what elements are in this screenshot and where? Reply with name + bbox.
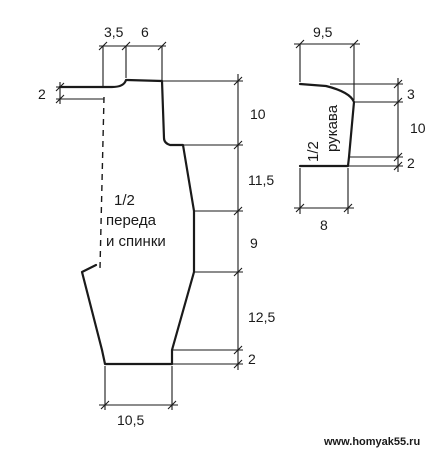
tick bbox=[233, 206, 243, 216]
tick bbox=[55, 94, 65, 104]
dim-bottom-width: 10,5 bbox=[117, 412, 144, 428]
watermark: www.homyak55.ru bbox=[323, 436, 420, 448]
dim-waist: 9 bbox=[250, 235, 258, 251]
dim-sleeve-bottom: 8 bbox=[320, 217, 328, 233]
sleeve-outline bbox=[298, 82, 356, 168]
tick bbox=[393, 79, 403, 89]
sleeve-label-line-2: рукава bbox=[324, 104, 341, 152]
tick bbox=[393, 161, 403, 171]
dim-hip: 12,5 bbox=[248, 309, 275, 325]
body-fold-line bbox=[99, 96, 105, 269]
tick bbox=[233, 267, 243, 277]
dim-waist-upper: 11,5 bbox=[248, 172, 274, 188]
dim-armhole: 10 bbox=[250, 106, 266, 122]
body-label-line-1: 1/2 bbox=[114, 192, 135, 209]
tick bbox=[98, 41, 108, 51]
dim-top-neck: 6 bbox=[141, 24, 149, 40]
tick bbox=[343, 203, 353, 213]
tick bbox=[167, 400, 177, 410]
dim-sleeve-length: 10 bbox=[410, 120, 426, 136]
sleeve-label-line-1: 1/2 bbox=[305, 141, 322, 162]
dim-top-shoulder: 3,5 bbox=[104, 24, 124, 40]
tick bbox=[393, 152, 403, 162]
tick bbox=[121, 41, 131, 51]
body-label-line-2: переда bbox=[106, 212, 157, 229]
body-label-line-3: и спинки bbox=[106, 233, 166, 250]
tick bbox=[393, 97, 403, 107]
dim-sleeve-cuff: 2 bbox=[407, 155, 415, 171]
tick bbox=[349, 39, 359, 49]
tick bbox=[233, 359, 243, 369]
body-piece: 3,5 6 2 10 11,5 9 12,5 2 10,5 bbox=[38, 24, 275, 428]
tick bbox=[295, 203, 305, 213]
tick bbox=[100, 400, 110, 410]
dim-hem: 2 bbox=[248, 351, 256, 367]
body-outline bbox=[58, 78, 196, 366]
tick bbox=[233, 140, 243, 150]
tick bbox=[233, 76, 243, 86]
sleeve-piece: 9,5 3 10 2 8 1/2 рукава bbox=[294, 24, 426, 233]
tick bbox=[157, 41, 167, 51]
dim-sleeve-cap: 3 bbox=[407, 86, 415, 102]
dim-shoulder-drop: 2 bbox=[38, 86, 46, 102]
tick bbox=[233, 345, 243, 355]
sleeve-label: 1/2 рукава bbox=[305, 104, 341, 162]
label-bg bbox=[104, 184, 188, 254]
tick bbox=[295, 39, 305, 49]
body-label: 1/2 переда и спинки bbox=[104, 184, 188, 254]
tick bbox=[55, 82, 65, 92]
dim-sleeve-top: 9,5 bbox=[313, 24, 333, 40]
